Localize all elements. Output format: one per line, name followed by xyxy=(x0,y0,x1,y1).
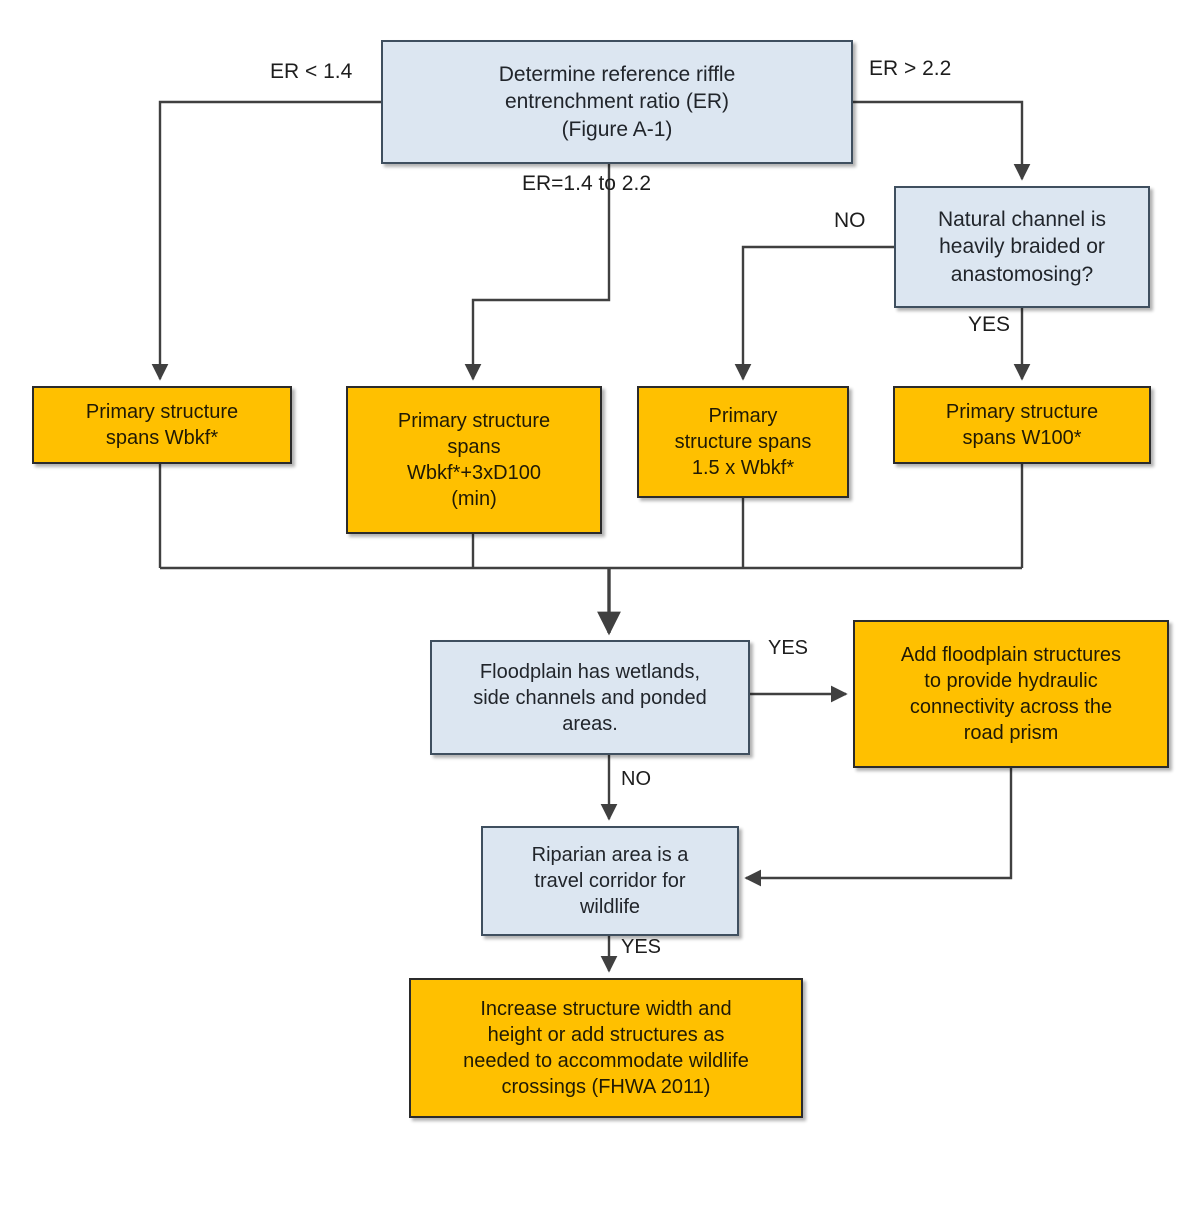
node-determine-er-label: Determine reference riffle entrenchment … xyxy=(498,63,736,141)
connector-er-lt-1-4 xyxy=(151,100,381,381)
node-increase-structure[interactable]: Increase structure width and height or a… xyxy=(409,978,803,1118)
node-increase-structure-label: Increase structure width and height or a… xyxy=(463,998,749,1098)
edge-label-braided-yes: YES xyxy=(968,313,1011,336)
node-primary-wbkf-3xd100-label: Primary structure spans Wbkf*+3xD100 (mi… xyxy=(397,410,551,510)
edge-label-er-gt-2-2: ER > 2.2 xyxy=(869,57,952,80)
node-floodplain-question[interactable]: Floodplain has wetlands, side channels a… xyxy=(430,640,750,755)
node-riparian-question[interactable]: Riparian area is a travel corridor for w… xyxy=(481,826,739,936)
node-primary-1-5-wbkf-label: Primary structure spans 1.5 x Wbkf* xyxy=(674,405,812,479)
connector-braided-no xyxy=(734,245,894,381)
node-primary-1-5-wbkf[interactable]: Primary structure spans 1.5 x Wbkf* xyxy=(637,386,849,498)
edge-label-floodplain-no: NO xyxy=(621,768,651,790)
node-primary-wbkf[interactable]: Primary structure spans Wbkf* xyxy=(32,386,292,464)
edge-label-braided-no: NO xyxy=(834,209,866,232)
connector-er-1-4-to-2-2 xyxy=(464,164,611,381)
edge-label-er-lt-1-4: ER < 1.4 xyxy=(270,60,353,83)
node-braided-question-label: Natural channel is heavily braided or an… xyxy=(937,208,1107,286)
connector-er-gt-2-2 xyxy=(853,100,1031,181)
node-add-floodplain-structures-label: Add floodplain structures to provide hyd… xyxy=(900,644,1122,744)
node-primary-wbkf-label: Primary structure spans Wbkf* xyxy=(85,401,239,449)
node-primary-wbkf-3xd100[interactable]: Primary structure spans Wbkf*+3xD100 (mi… xyxy=(346,386,602,534)
edge-label-floodplain-yes: YES xyxy=(768,637,809,659)
node-braided-question[interactable]: Natural channel is heavily braided or an… xyxy=(894,186,1150,308)
edge-label-er-1-4-to-2-2: ER=1.4 to 2.2 xyxy=(522,172,652,195)
edge-label-riparian-yes: YES xyxy=(621,936,662,958)
node-primary-w100-label: Primary structure spans W100* xyxy=(945,401,1099,449)
node-riparian-question-label: Riparian area is a travel corridor for w… xyxy=(531,844,689,918)
connector-add-to-riparian xyxy=(744,768,1013,887)
node-floodplain-question-label: Floodplain has wetlands, side channels a… xyxy=(473,660,707,735)
node-determine-er[interactable]: Determine reference riffle entrenchment … xyxy=(381,40,853,164)
node-add-floodplain-structures[interactable]: Add floodplain structures to provide hyd… xyxy=(853,620,1169,768)
node-primary-w100[interactable]: Primary structure spans W100* xyxy=(893,386,1151,464)
